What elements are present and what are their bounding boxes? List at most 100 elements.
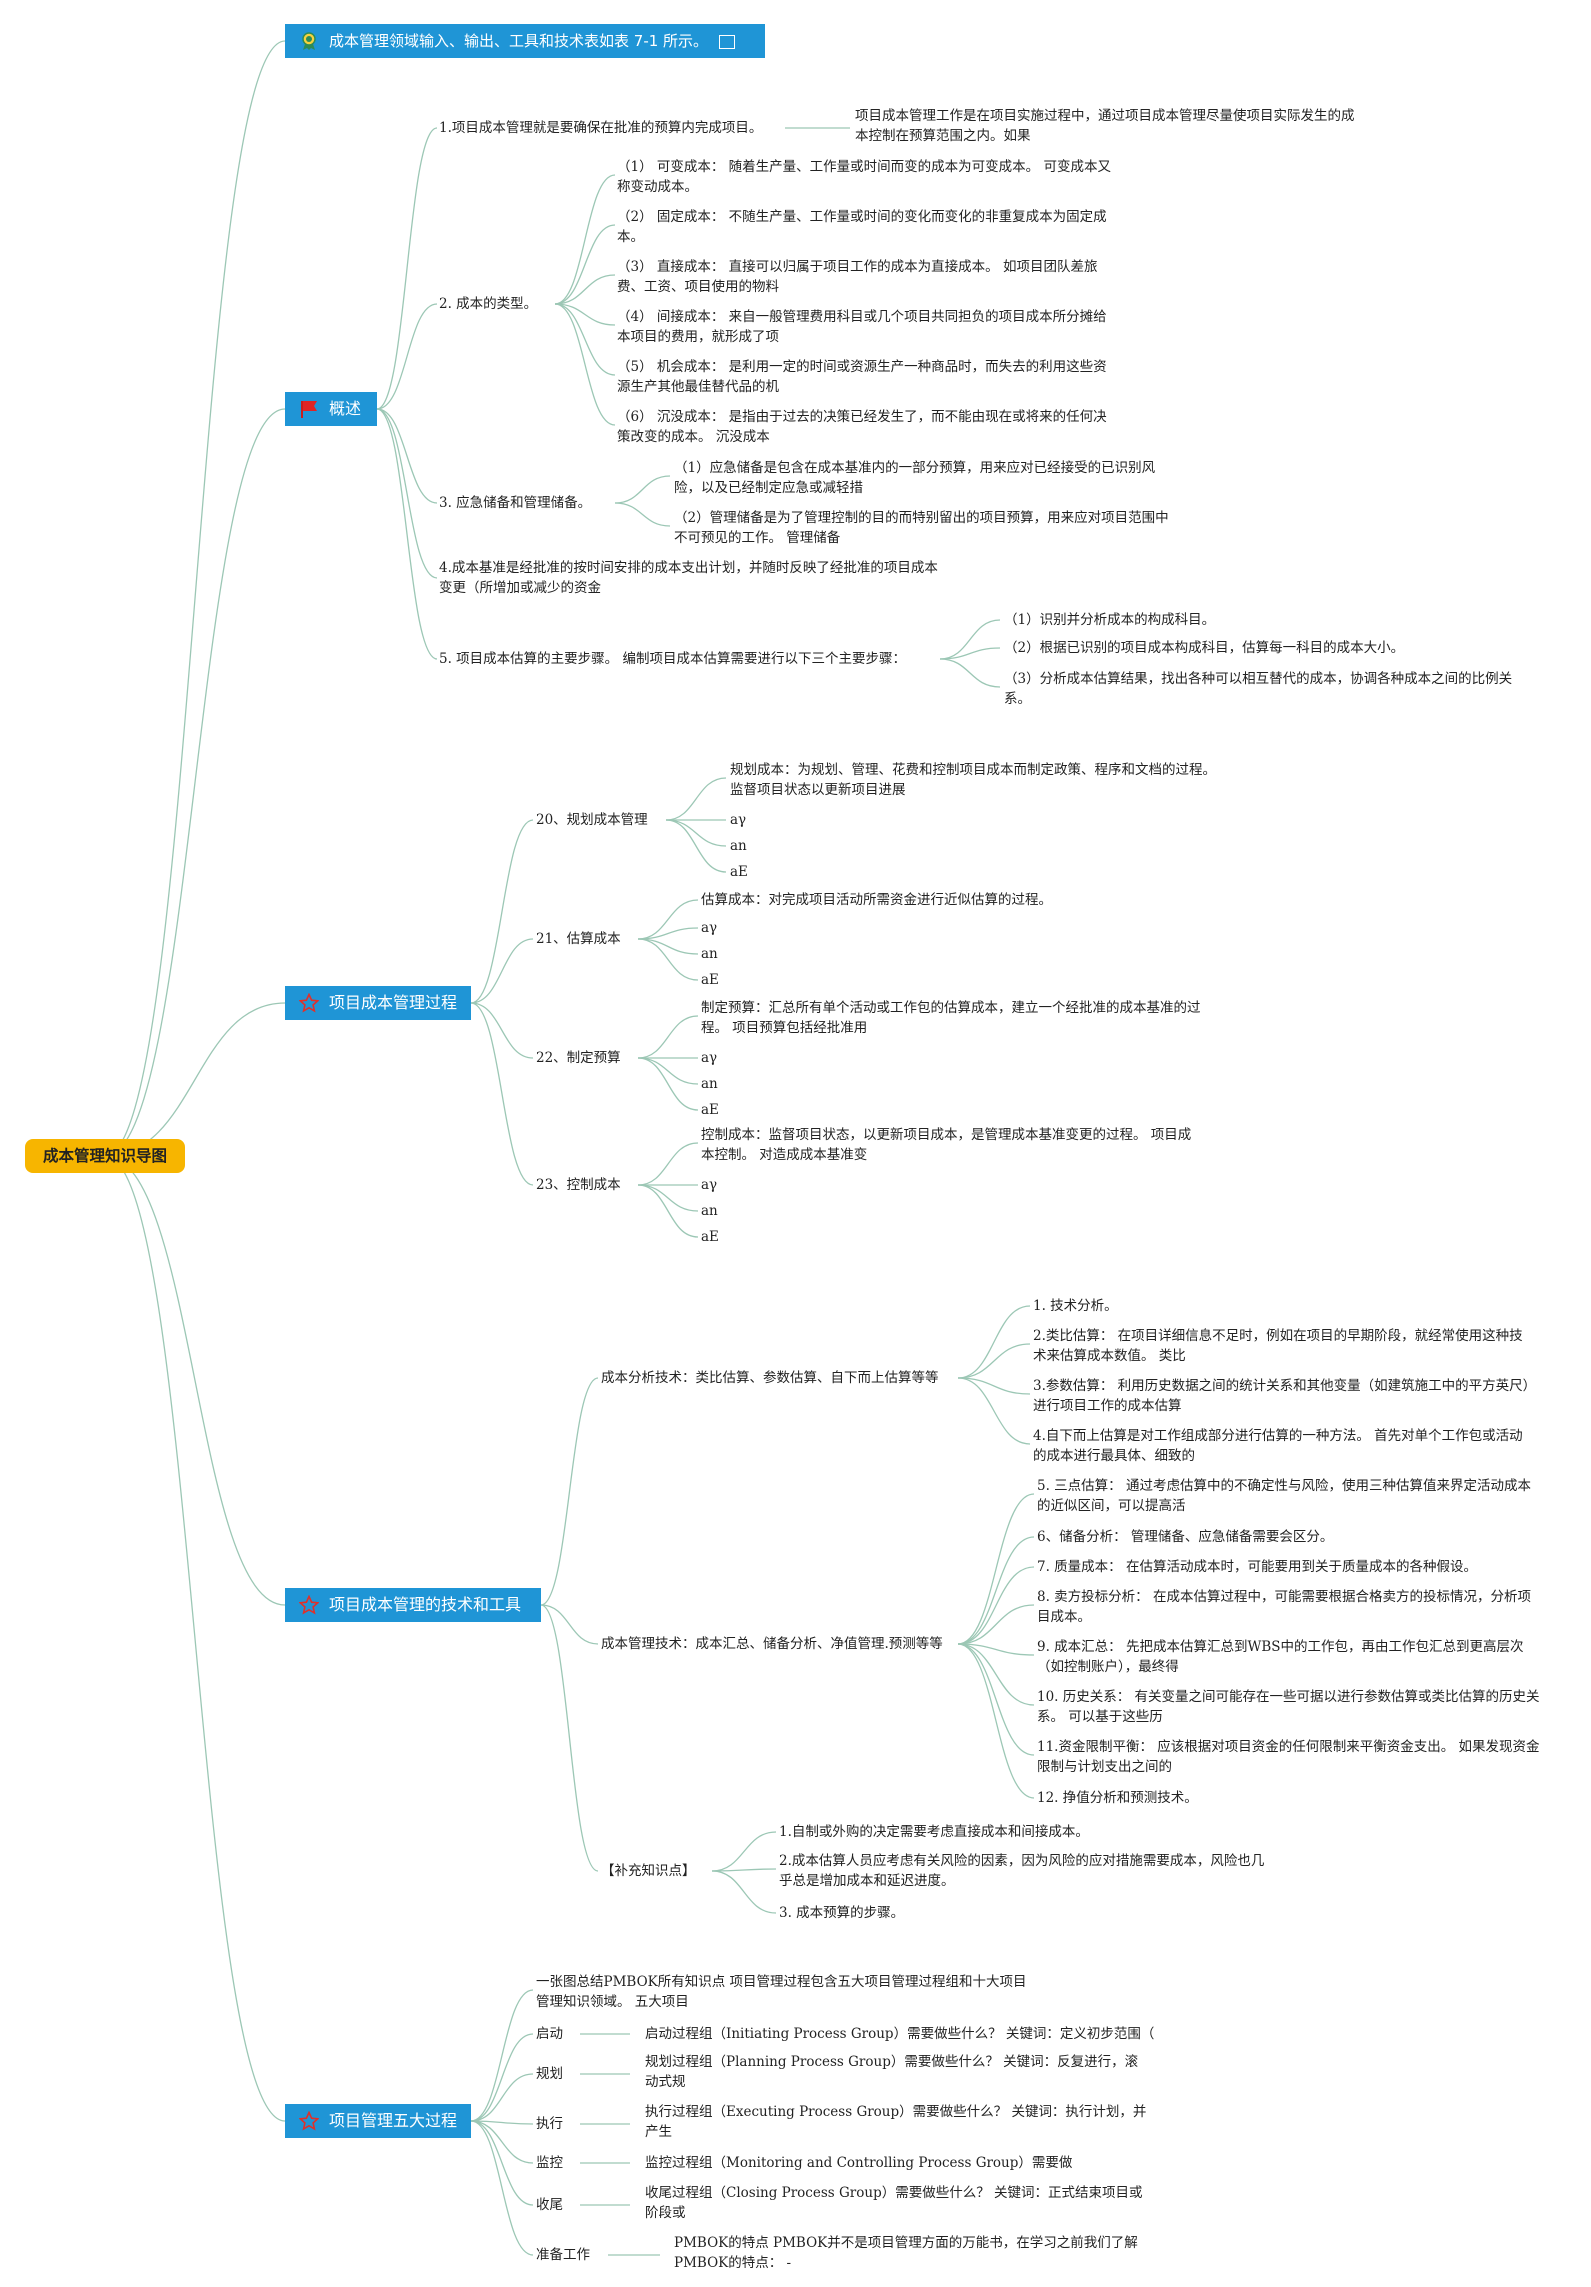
connector [957, 1536, 1035, 1645]
connector [665, 819, 727, 847]
extra-item[interactable]: 3. 成本预算的步骤。 [779, 1905, 905, 1921]
five-intro[interactable]: 一张图总结PMBOK所有知识点 项目管理过程包含五大项目管理过程组和十大项目管理… [536, 1974, 1027, 2010]
five-row-value[interactable]: 执行过程组（Executing Process Group）需要做些什么？ 关键… [645, 2104, 1147, 2140]
five-node[interactable]: 项目管理五大过程 [285, 2104, 471, 2138]
s3-item[interactable]: （1）应急储备是包含在成本基准内的一部分预算，用来应对已经接受的已识别风险，以及… [674, 460, 1156, 496]
connector [637, 1057, 699, 1111]
process-sub[interactable]: an [730, 838, 747, 854]
process-group-label[interactable]: 21、估算成本 [536, 931, 621, 947]
process-group-label[interactable]: 22、制定预算 [536, 1050, 621, 1066]
mgmt-item[interactable]: 5. 三点估算： 通过考虑估算中的不确定性与风险，使用三种估算值来界定活动成本的… [1037, 1478, 1531, 1514]
connector [957, 1643, 1035, 1799]
tools-analysis[interactable]: 成本分析技术：类比估算、参数估算、自下而上估算等等 [601, 1370, 939, 1386]
five-row-value[interactable]: 启动过程组（Initiating Process Group）需要做些什么？ 关… [645, 2026, 1155, 2042]
connector [470, 2120, 534, 2164]
connector [637, 899, 699, 940]
process-group-label[interactable]: 23、控制成本 [536, 1177, 621, 1193]
analysis-item[interactable]: 2.类比估算： 在项目详细信息不足时，例如在项目的早期阶段，就经常使用这种技术来… [1033, 1328, 1523, 1364]
extra-item[interactable]: 1.自制或外购的决定需要考虑直接成本和间接成本。 [779, 1824, 1089, 1840]
process-sub[interactable]: aE [701, 1102, 719, 1118]
analysis-item[interactable]: 3.参数估算： 利用历史数据之间的统计关系和其他变量（如建筑施工中的平方英尺）进… [1033, 1378, 1530, 1414]
s2-item[interactable]: （2） 固定成本： 不随生产量、工作量或时间的变化而变化的非重复成本为固定成本。 [617, 209, 1107, 245]
five-row-value[interactable]: 监控过程组（Monitoring and Controlling Process… [645, 2155, 1073, 2171]
mgmt-item[interactable]: 12. 挣值分析和预测技术。 [1037, 1790, 1198, 1806]
mgmt-item[interactable]: 8. 卖方投标分析： 在成本估算过程中，可能需要根据合格卖方的投标情况，分析项目… [1037, 1589, 1531, 1625]
process-node[interactable]: 项目成本管理过程 [285, 986, 471, 1020]
process-sub[interactable]: aE [701, 972, 719, 988]
process-title: 项目成本管理过程 [329, 993, 458, 1012]
overview-s5[interactable]: 5. 项目成本估算的主要步骤。 编制项目成本估算需要进行以下三个主要步骤： [439, 651, 906, 667]
overview-s3[interactable]: 3. 应急储备和管理储备。 [439, 495, 592, 511]
process-sub[interactable]: aγ [701, 1177, 718, 1193]
connector [554, 274, 616, 305]
process-group-desc[interactable]: 控制成本：监督项目状态，以更新项目成本，是管理成本基准变更的过程。 项目成本控制… [701, 1127, 1192, 1163]
analysis-item[interactable]: 1. 技术分析。 [1033, 1298, 1118, 1314]
connector [104, 1002, 286, 1157]
process-group-desc[interactable]: 制定预算：汇总所有单个活动或工作包的估算成本，建立一个经批准的成本基准的过程。 … [701, 1000, 1201, 1036]
mgmt-item[interactable]: 11.资金限制平衡： 应该根据对项目资金的任何限制来平衡资金支出。 如果发现资金… [1037, 1739, 1540, 1775]
tools-title: 项目成本管理的技术和工具 [329, 1595, 522, 1614]
connector [470, 2120, 534, 2125]
five-row-value[interactable]: 规划过程组（Planning Process Group）需要做些什么？ 关键词… [645, 2054, 1139, 2090]
top-note-text: 成本管理领域输入、输出、工具和技术表如表 7-1 所示。 [329, 32, 709, 50]
connector [376, 408, 438, 504]
connector [665, 819, 727, 873]
five-row-key[interactable]: 执行 [536, 2116, 563, 2132]
five-row-key[interactable]: 启动 [536, 2026, 563, 2042]
process-sub[interactable]: an [701, 1203, 718, 1219]
tools-extra[interactable]: 【补充知识点】 [601, 1863, 696, 1879]
s3-item[interactable]: （2）管理储备是为了管理控制的目的而特别留出的项目预算，用来应对项目范围中不可预… [674, 510, 1169, 546]
process-sub[interactable]: aγ [730, 812, 747, 828]
s2-item[interactable]: （5） 机会成本： 是利用一定的时间或资源生产一种商品时，而失去的利用这些资源生… [617, 359, 1107, 395]
process-group-desc[interactable]: 估算成本：对完成项目活动所需资金进行近似估算的过程。 [701, 892, 1052, 908]
five-row-key[interactable]: 收尾 [536, 2197, 563, 2213]
root-node[interactable]: 成本管理知识导图 [25, 1139, 185, 1173]
process-sub[interactable]: aE [730, 864, 748, 880]
five-row-key[interactable]: 准备工作 [536, 2247, 590, 2263]
connector [637, 1184, 699, 1238]
process-sub[interactable]: aE [701, 1229, 719, 1245]
connector [376, 408, 438, 660]
overview-node[interactable]: 概述 [285, 392, 377, 426]
connector [939, 619, 1001, 660]
process-group-label[interactable]: 20、规划成本管理 [536, 812, 648, 828]
process-sub[interactable]: aγ [701, 1050, 718, 1066]
process-sub[interactable]: aγ [701, 920, 718, 936]
five-row-value[interactable]: PMBOK的特点 PMBOK并不是项目管理方面的万能书，在学习之前我们了解PMB… [674, 2235, 1138, 2271]
connector [957, 1604, 1035, 1645]
process-sub[interactable]: an [701, 946, 718, 962]
s5-item[interactable]: （3）分析成本估算结果，找出各种可以相互替代的成本，协调各种成本之间的比例关系。 [1004, 671, 1513, 707]
mgmt-item[interactable]: 7. 质量成本： 在估算活动成本时，可能要用到关于质量成本的各种假设。 [1037, 1559, 1477, 1575]
process-sub[interactable]: an [701, 1076, 718, 1092]
mgmt-item[interactable]: 6、储备分析： 管理储备、应急储备需要会区分。 [1037, 1529, 1334, 1545]
connector [957, 1377, 1031, 1395]
connector [554, 224, 616, 305]
s5-item[interactable]: （1）识别并分析成本的构成科目。 [1004, 612, 1216, 628]
s2-item[interactable]: （1） 可变成本： 随着生产量、工作量或时间而变的成本为可变成本。 可变成本又称… [617, 159, 1111, 195]
s2-item[interactable]: （3） 直接成本： 直接可以归属于项目工作的成本为直接成本。 如项目团队差旅费、… [617, 259, 1098, 295]
s2-item[interactable]: （6） 沉没成本： 是指由于过去的决策已经发生了，而不能由现在或将来的任何决策改… [617, 409, 1107, 445]
connector [614, 475, 671, 504]
five-row-key[interactable]: 规划 [536, 2066, 563, 2082]
top-note-node[interactable]: 成本管理领域输入、输出、工具和技术表如表 7-1 所示。 [285, 24, 765, 58]
s5-item[interactable]: （2）根据已识别的项目成本构成科目，估算每一科目的成本大小。 [1004, 640, 1405, 656]
overview-s2[interactable]: 2. 成本的类型。 [439, 296, 538, 312]
connector [540, 1604, 599, 1645]
tools-mgmt[interactable]: 成本管理技术：成本汇总、储备分析、净值管理.预测等等 [601, 1636, 943, 1652]
mgmt-item[interactable]: 9. 成本汇总： 先把成本估算汇总到WBS中的工作包，再由工作包汇总到更高层次（… [1037, 1639, 1524, 1675]
overview-s1-note[interactable]: 项目成本管理工作是在项目实施过程中，通过项目成本管理尽量使项目实际发生的成本控制… [855, 108, 1355, 144]
five-row-key[interactable]: 监控 [536, 2155, 563, 2171]
star-icon [299, 2111, 319, 2131]
connector [470, 2120, 534, 2206]
process-group-desc[interactable]: 规划成本：为规划、管理、花费和控制项目成本而制定政策、程序和文档的过程。 监督项… [730, 762, 1216, 798]
extra-item[interactable]: 2.成本估算人员应考虑有关风险的因素，因为风险的应对措施需要成本，风险也几乎总是… [779, 1853, 1265, 1889]
five-row-value[interactable]: 收尾过程组（Closing Process Group）需要做些什么？ 关键词：… [645, 2185, 1143, 2221]
mgmt-item[interactable]: 10. 历史关系： 有关变量之间可能存在一些可据以进行参数估算或类比估算的历史关… [1037, 1689, 1540, 1725]
tools-node[interactable]: 项目成本管理的技术和工具 [285, 1588, 541, 1622]
overview-s4[interactable]: 4.成本基准是经批准的按时间安排的成本支出计划，并随时反映了经批准的项目成本变更… [439, 560, 938, 596]
analysis-item[interactable]: 4.自下而上估算是对工作组成部分进行估算的一种方法。 首先对单个工作包或活动的成… [1033, 1428, 1523, 1464]
s2-item[interactable]: （4） 间接成本： 来自一般管理费用科目或几个项目共同担负的项目成本所分摊给本项… [617, 309, 1107, 345]
overview-s1[interactable]: 1.项目成本管理就是要确保在批准的预算内完成项目。 [439, 120, 763, 136]
connector [637, 1142, 699, 1186]
